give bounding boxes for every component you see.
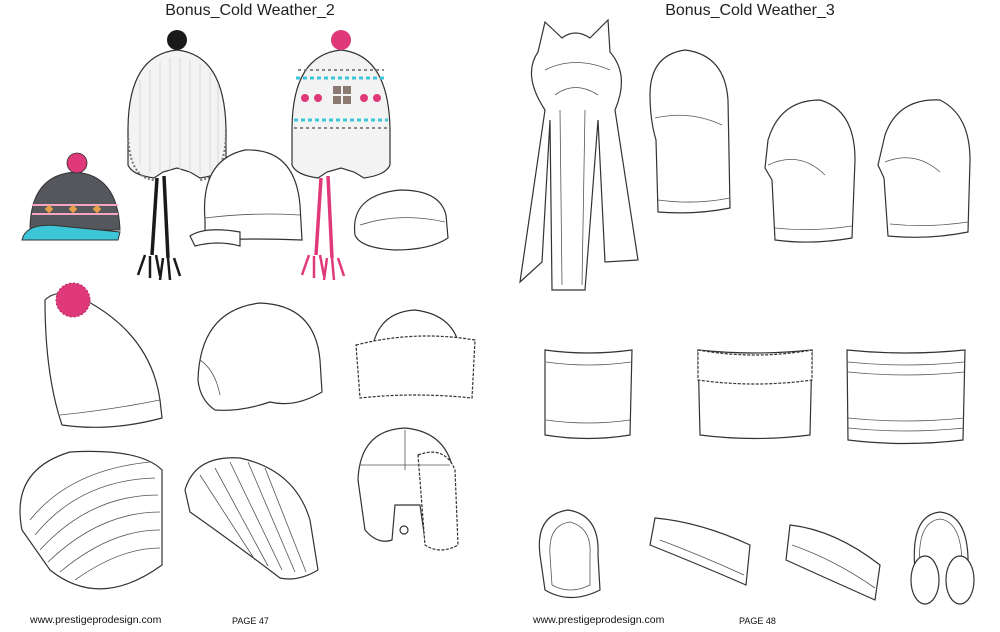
ear-muff-band-outline	[538, 509, 601, 599]
ribbed-slouch-outline	[19, 450, 163, 590]
fleece-neck-warmer-outline	[697, 349, 813, 440]
visor-beanie-illustration	[21, 152, 121, 241]
fleece-headband-outline	[785, 524, 881, 601]
page-number: PAGE 47	[232, 616, 269, 626]
accessory-illustrations	[519, 18, 975, 605]
ribbed-beanie-outline	[184, 457, 319, 580]
earflap-hat-fairisle-illustration	[291, 30, 391, 281]
hooded-scarf-outline	[519, 18, 639, 291]
trapper-hat-outline	[357, 427, 459, 551]
website-url[interactable]: www.prestigeprodesign.com	[533, 614, 665, 626]
headband-outline	[649, 517, 751, 586]
balaclava-outline	[649, 49, 731, 214]
page-title: Bonus_Cold Weather_2	[165, 2, 335, 19]
striped-neck-warmer-outline	[846, 349, 966, 445]
balaclava-hinged-outline	[877, 99, 971, 238]
page-47: Bonus_Cold Weather_2	[19, 2, 476, 626]
website-url[interactable]: www.prestigeprodesign.com	[30, 614, 162, 626]
flat-cap-outline	[353, 189, 449, 251]
earmuffs-outline	[910, 511, 975, 605]
fur-trim-hat-outline	[355, 309, 476, 399]
brim-beanie-outline	[189, 149, 303, 247]
page-number: PAGE 48	[739, 616, 776, 626]
page-title: Bonus_Cold Weather_3	[665, 2, 835, 19]
hat-illustrations	[19, 30, 476, 590]
page-48: Bonus_Cold Weather_3	[500, 0, 1000, 632]
slouch-beanie-outline	[197, 302, 323, 411]
balaclava-open-outline	[764, 99, 856, 243]
pompom-beanie-outline	[44, 282, 163, 428]
neck-warmer-outline	[544, 349, 633, 440]
